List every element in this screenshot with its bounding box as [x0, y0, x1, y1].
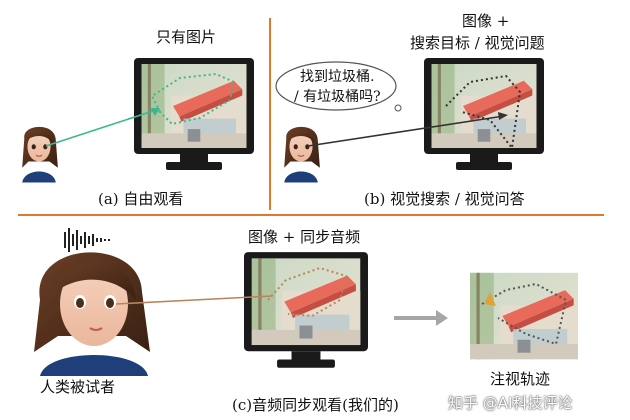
result-label: 注视轨迹	[490, 370, 551, 388]
panel-a-header: 只有图片	[156, 28, 217, 46]
bubble-line1: 找到垃圾桶.	[300, 69, 375, 85]
gaze-path-c	[267, 266, 348, 318]
panel-b-header-line1: 图像 +	[462, 12, 510, 30]
avatar-a	[21, 126, 59, 184]
audio-waveform-icon	[64, 228, 110, 252]
horizontal-divider	[18, 214, 604, 216]
right-arrow-icon	[394, 310, 448, 326]
panel-c-caption: (c)音频同步观看(我们的)	[232, 396, 399, 414]
watermark: 知乎 @AI科技评论	[448, 394, 573, 412]
bubble-line2: / 有垃圾桶吗?	[294, 89, 381, 105]
gaze-line-b	[307, 115, 505, 147]
gaze-arrowhead-result	[484, 292, 496, 306]
monitor-c	[244, 252, 368, 368]
gaze-arrowhead-a	[150, 108, 160, 116]
avatar-b	[283, 126, 321, 184]
gaze-line-a	[45, 109, 157, 147]
monitor-b	[424, 58, 544, 170]
avatar-c	[34, 252, 150, 376]
gaze-path-b	[445, 74, 522, 151]
subject-label: 人类被试者	[40, 378, 116, 396]
panel-b-caption: (b) 视觉搜索 / 视觉问答	[364, 190, 525, 208]
panel-a-caption: (a) 自由观看	[98, 190, 184, 208]
speech-bubble	[275, 61, 397, 111]
gaze-arrowhead-b	[498, 112, 508, 120]
vertical-divider	[269, 18, 271, 210]
bubble-dot	[394, 104, 402, 112]
monitor-a	[134, 58, 254, 170]
panel-b-header-line2: 搜索目标 / 视觉问题	[410, 34, 545, 52]
gaze-line-c	[115, 295, 273, 305]
panel-c-header: 图像 + 同步音频	[248, 228, 361, 246]
